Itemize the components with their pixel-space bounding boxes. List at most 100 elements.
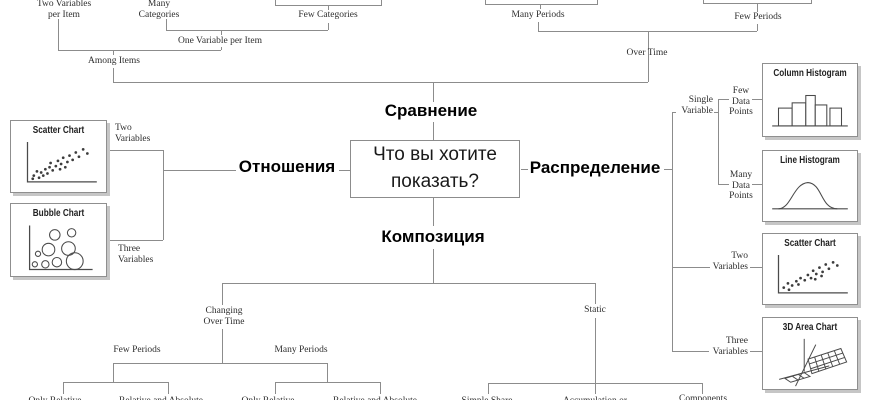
connector-line <box>328 6 329 10</box>
node-accumulation: Accumulation or <box>563 396 627 400</box>
node-relative-absolute-1: Relative and Absolute <box>119 396 203 400</box>
chart-card-scatter-right: Scatter Chart <box>762 233 858 305</box>
connector-line <box>222 329 223 363</box>
connector-line <box>327 363 328 382</box>
connector-line <box>672 112 676 113</box>
connector-line <box>538 22 539 31</box>
connector-line <box>163 150 164 240</box>
connector-line <box>113 82 648 83</box>
connector-line <box>433 122 434 140</box>
chart-card-title: Scatter Chart <box>784 238 836 249</box>
connector-line <box>757 4 758 12</box>
node-many-data-points: Many Data Points <box>729 170 753 202</box>
node-only-relative-1: Only Relative <box>28 396 81 400</box>
node-many-categories: Many Categories <box>138 0 180 20</box>
scatter-chart-icon <box>26 142 97 183</box>
chart-card-title: Line Histogram <box>780 155 840 166</box>
chart-card-bubble: Bubble Chart <box>10 203 107 277</box>
connector-line <box>222 283 223 305</box>
branch-composition: Композиция <box>381 227 485 246</box>
connector-line <box>538 31 757 32</box>
node-relative-absolute-2: Relative and Absolute <box>333 396 417 400</box>
connector-line <box>702 383 703 394</box>
connector-line <box>750 351 762 352</box>
connector-line <box>275 382 380 383</box>
central-question-box: Что вы хотите показать? <box>350 140 520 198</box>
connector-line <box>672 112 673 352</box>
cutoff-chart-box <box>275 0 382 6</box>
node-many-periods-bottom: Many Periods <box>274 345 328 355</box>
connector-line <box>58 50 221 51</box>
branch-distribution: Распределение <box>529 158 661 177</box>
connector-line <box>433 198 434 226</box>
connector-line <box>752 184 762 185</box>
connector-line <box>166 19 167 30</box>
node-two-variables-right: Two Variables <box>712 251 748 272</box>
connector-line <box>718 99 719 184</box>
connector-line <box>433 249 434 283</box>
scatter-chart-icon <box>777 255 848 294</box>
connector-line <box>222 283 595 284</box>
column-histogram-icon <box>772 94 848 127</box>
connector-line <box>488 383 489 394</box>
connector-line <box>113 50 114 55</box>
connector-line <box>648 31 649 82</box>
node-single-variable: Single Variable <box>681 95 713 116</box>
node-many-periods-top: Many Periods <box>511 10 565 20</box>
connector-line <box>752 99 762 100</box>
node-few-periods-top: Few Periods <box>734 12 782 22</box>
connector-line <box>595 283 596 304</box>
chart-card-title: Scatter Chart <box>32 125 85 136</box>
connector-line <box>521 169 528 170</box>
node-three-variables-left: Three Variables <box>118 244 154 265</box>
node-among-items: Among Items <box>88 56 140 66</box>
node-few-periods-bottom: Few Periods <box>113 345 161 355</box>
connector-line <box>163 170 236 171</box>
connector-line <box>328 23 329 30</box>
node-over-time: Over Time <box>626 48 668 58</box>
chart-card-title: 3D Area Chart <box>782 322 838 333</box>
node-two-variables-left: Two Variables <box>115 123 151 144</box>
node-static: Static <box>584 305 606 315</box>
connector-line <box>380 382 381 394</box>
connector-line <box>595 318 596 383</box>
connector-line <box>107 240 163 241</box>
node-few-categories: Few Categories <box>298 10 358 20</box>
connector-line <box>113 68 114 82</box>
node-simple-share: Simple Share <box>462 396 513 400</box>
connector-line <box>750 267 762 268</box>
connector-line <box>58 19 59 50</box>
node-only-relative-2: Only Relative <box>241 396 294 400</box>
connector-line <box>166 30 328 31</box>
connector-line <box>339 170 350 171</box>
connector-line <box>221 47 222 50</box>
connector-line <box>757 24 758 31</box>
branch-comparison: Сравнение <box>384 101 478 120</box>
connector-line <box>664 169 673 170</box>
cutoff-chart-box <box>703 0 812 4</box>
node-one-variable-per-item: One Variable per Item <box>178 36 262 46</box>
node-two-variables-per-item: Two Variables per Item <box>36 0 92 20</box>
connector-line <box>540 5 541 9</box>
bubble-chart-icon <box>28 225 93 271</box>
connector-line <box>718 184 729 185</box>
connector-line <box>113 363 114 382</box>
chart-card-title: Column Histogram <box>773 68 847 79</box>
chart-card-column-histogram: Column Histogram <box>762 63 858 137</box>
branch-relationships: Отношения <box>238 157 336 176</box>
connector-line <box>63 382 64 394</box>
node-three-variables-right: Three Variables <box>712 336 748 357</box>
line-histogram-icon <box>772 182 848 210</box>
connector-line <box>433 82 434 102</box>
node-changing-over-time: Changing Over Time <box>203 306 245 327</box>
node-few-data-points: Few Data Points <box>729 86 753 118</box>
connector-line <box>672 267 710 268</box>
chart-card-title: Bubble Chart <box>32 208 85 219</box>
connector-line <box>63 382 168 383</box>
connector-line <box>718 99 729 100</box>
connector-line <box>221 30 222 35</box>
chart-card-3d-area: 3D Area Chart <box>762 317 858 390</box>
chart-card-line-histogram: Line Histogram <box>762 150 858 222</box>
connector-line <box>107 150 163 151</box>
